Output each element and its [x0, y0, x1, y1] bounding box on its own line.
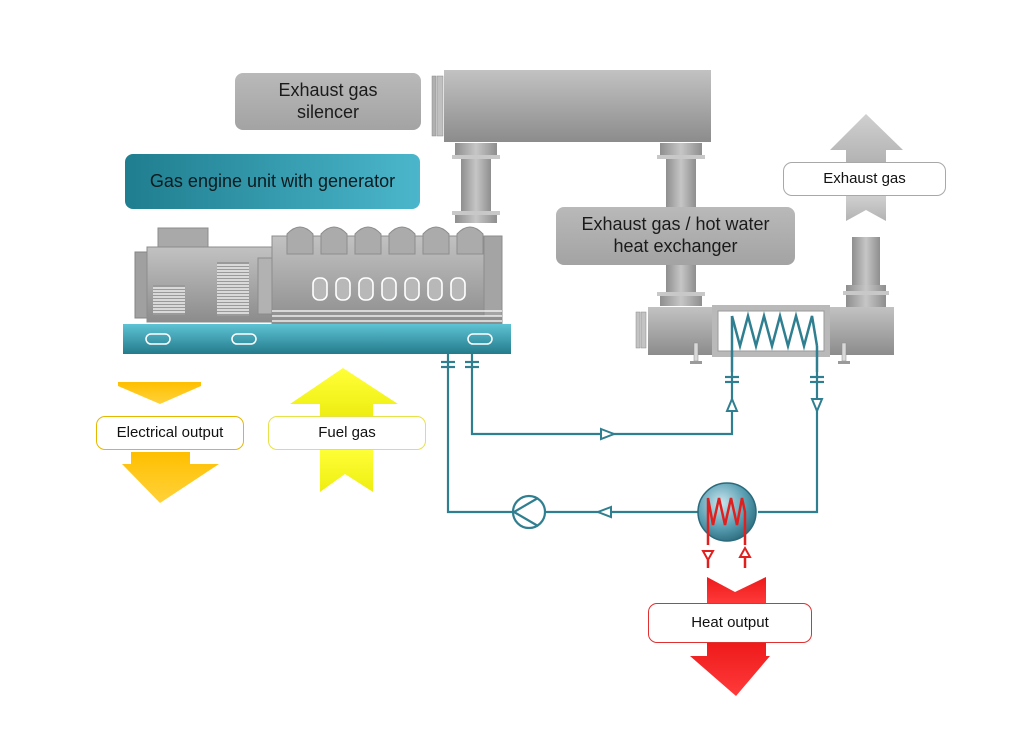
exhaust-stack-pipe [843, 237, 889, 307]
exhaust-silencer [431, 70, 711, 142]
flow-direction-arrow-icon [595, 396, 824, 519]
hot-water-circuit [441, 354, 824, 514]
gas-engine-generator [123, 226, 511, 354]
electrical-output-label: Electrical output [96, 416, 244, 450]
silencer-inlet-pipe [452, 143, 500, 223]
exhaust-gas-label: Exhaust gas [783, 162, 946, 196]
fuel-gas-arrow [290, 368, 398, 492]
electrical-output-arrow [118, 382, 219, 503]
cylinder-heads [286, 226, 484, 255]
silencer-label: Exhaust gas silencer [235, 73, 421, 130]
exchanger-coil-icon [730, 311, 819, 351]
exhaust-gas-arrow [830, 114, 903, 221]
circulation-pump-icon [511, 494, 547, 530]
exhaust-heat-exchanger [635, 305, 894, 372]
generator-vent-grille [153, 262, 249, 316]
heat-output-arrow [690, 577, 770, 696]
engine-inspection-ports [312, 277, 466, 301]
heat-output-label: Heat output [648, 603, 812, 643]
engine-label: Gas engine unit with generator [125, 154, 420, 209]
heat-consumer-coil-icon [697, 482, 757, 568]
fuel-gas-label: Fuel gas [268, 416, 426, 450]
heat-exchanger-label: Exhaust gas / hot water heat exchanger [556, 207, 795, 265]
